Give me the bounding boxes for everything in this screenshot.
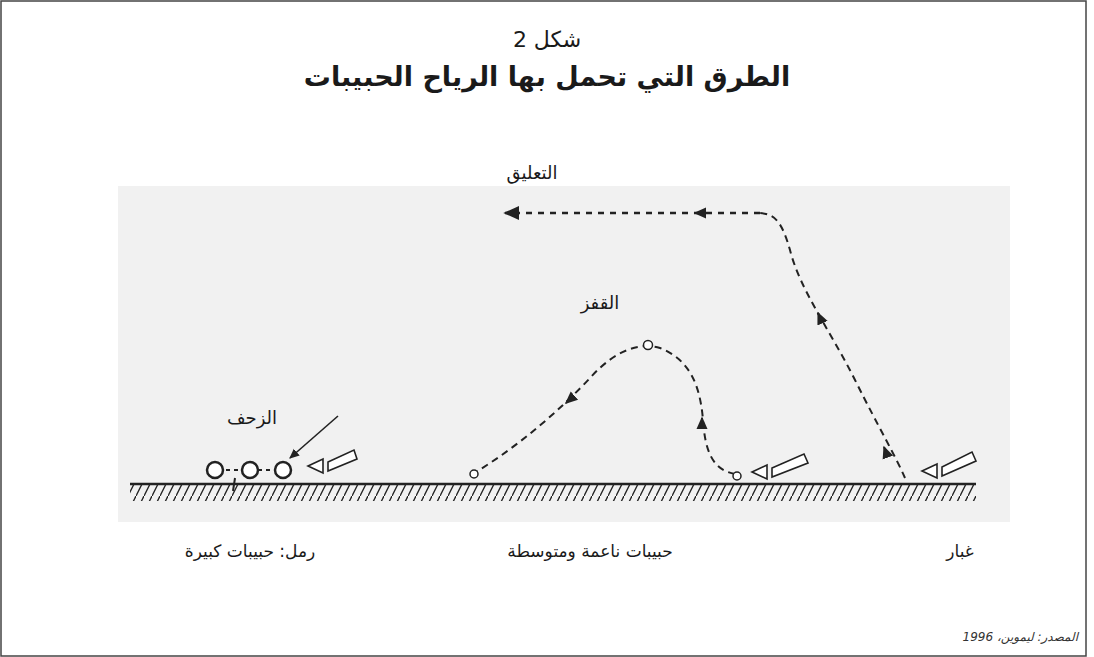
- suspension-path: [760, 213, 905, 478]
- grain: [644, 341, 653, 350]
- grain-size-label: رمل: حبيبات كبيرة: [185, 541, 315, 561]
- ground-line: [130, 483, 976, 486]
- grain-size-label: حبيبات ناعمة ومتوسطة: [507, 541, 672, 561]
- panel-ground: [118, 186, 1010, 522]
- sand-grain: [207, 462, 223, 478]
- wind-symbol: [752, 454, 808, 479]
- mode-label: التعليق: [506, 162, 557, 184]
- grain-size-label: غبار: [946, 541, 973, 561]
- direction-arrow: [701, 418, 703, 428]
- wind-symbol: [922, 452, 976, 478]
- mode-label: القفز: [581, 292, 620, 314]
- direction-arrow: [566, 396, 574, 403]
- grain: [470, 470, 478, 478]
- grain: [733, 472, 741, 480]
- direction-arrow: [884, 447, 887, 455]
- source-caption: المصدر: ليموين، 1996: [963, 630, 1078, 644]
- direction-arrow: [695, 212, 705, 214]
- tick-mark: [233, 478, 235, 491]
- sand-grain: [275, 462, 291, 478]
- ground-hatching: [130, 484, 976, 501]
- creep-arrow: [290, 416, 338, 458]
- direction-arrow: [818, 313, 822, 322]
- suspension-path: [505, 212, 760, 215]
- saltation-path: [476, 346, 735, 474]
- wind-symbol: [308, 450, 357, 473]
- figure-title: الطرق التي تحمل بها الرياح الحبيبات: [304, 61, 790, 93]
- sand-grain: [242, 462, 258, 478]
- mode-label: الزحف: [227, 407, 277, 429]
- figure-number: شكل 2: [513, 27, 581, 53]
